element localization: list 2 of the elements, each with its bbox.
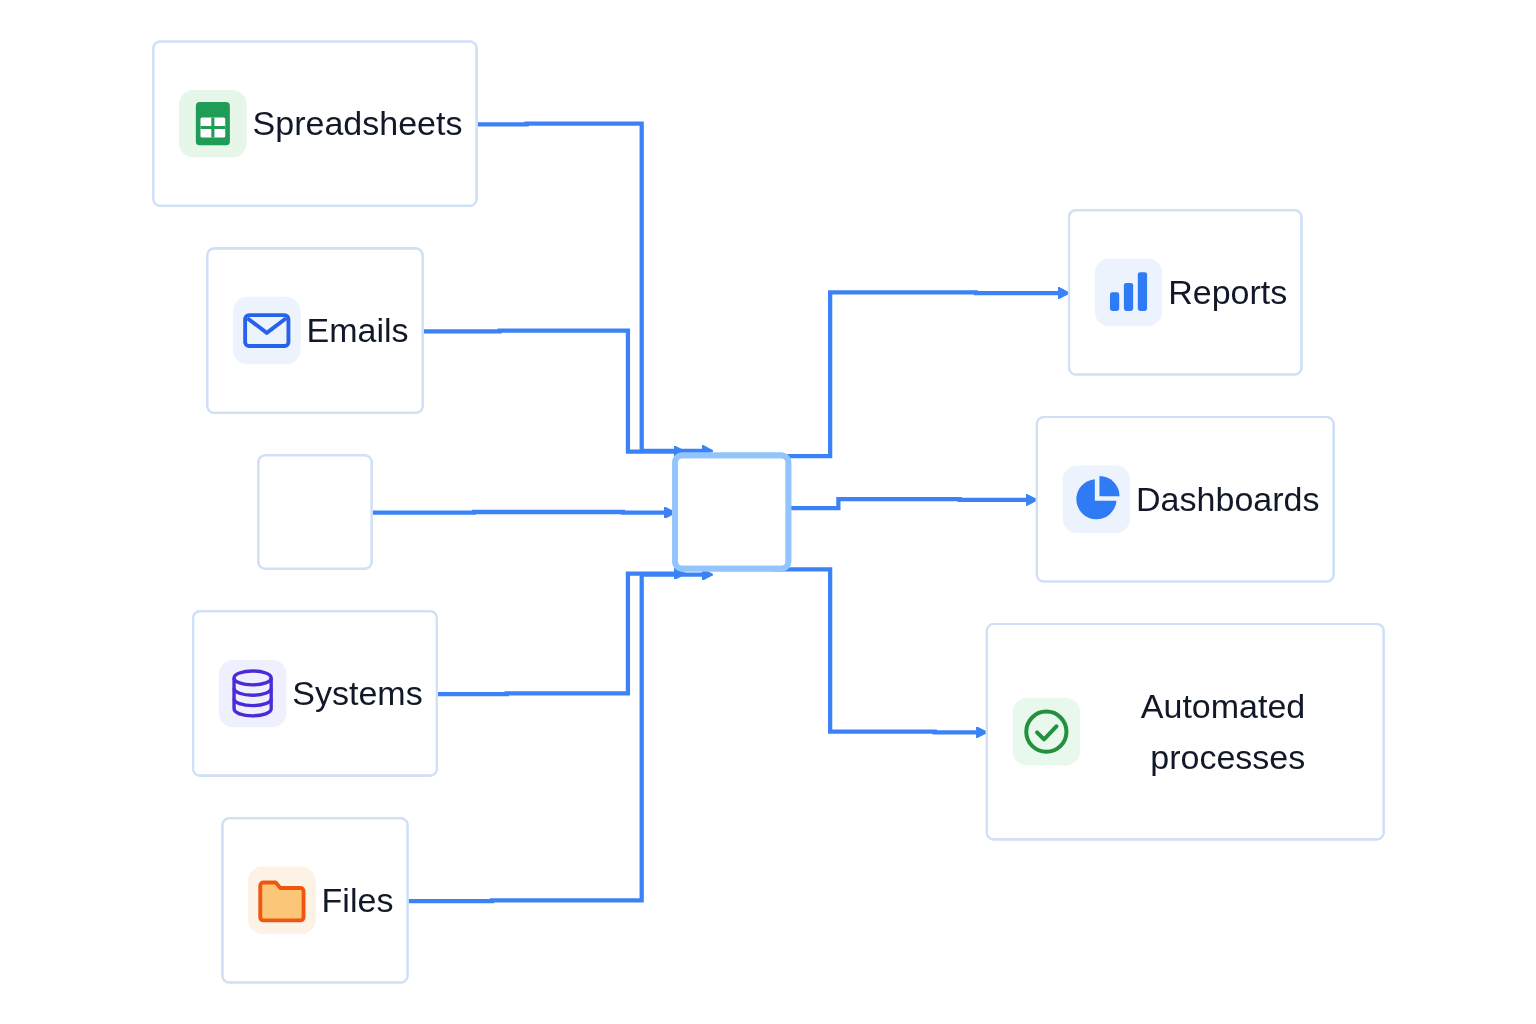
arrow bbox=[437, 567, 686, 697]
arrow bbox=[407, 568, 714, 904]
